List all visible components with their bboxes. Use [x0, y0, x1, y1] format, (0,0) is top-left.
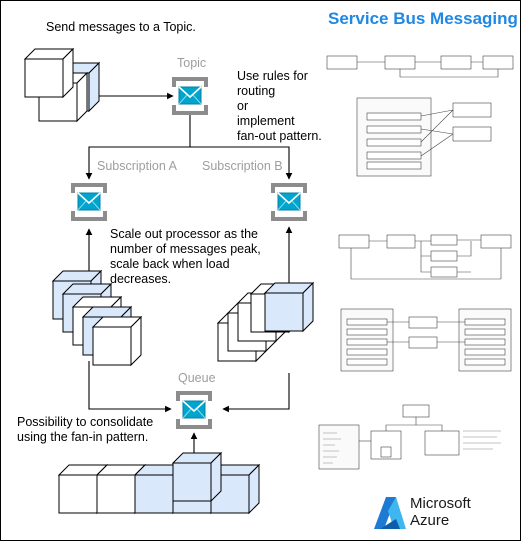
subscription-a-label: Subscription A [97, 159, 177, 173]
thumbnail-pipeline [326, 55, 514, 78]
scale-caption: Scale out processor as the number of mes… [110, 227, 261, 287]
rules-caption-line: Use rules for [237, 69, 308, 83]
rules-caption-line: implement [237, 114, 295, 128]
logo-line-microsoft: Microsoft [410, 495, 471, 512]
send-caption: Send messages to a Topic. [46, 20, 196, 34]
consumer-cubes [58, 452, 260, 514]
topic-envelope-icon [172, 77, 208, 115]
subscription-b-envelope-icon [271, 183, 307, 221]
subscription-b-label: Subscription B [202, 159, 283, 173]
consolidate-caption-line: Possibility to consolidate [17, 415, 154, 429]
scale-caption-line: scale back when load [110, 257, 230, 271]
arrow-workers-a-to-queue [88, 361, 172, 413]
consolidate-caption: Possibility to consolidate using the fan… [17, 415, 153, 445]
thumbnail-competing-consumers [338, 234, 512, 280]
azure-logo-icon [374, 497, 406, 529]
page-title: Service Bus Messaging [328, 9, 518, 28]
cube-icon [24, 48, 74, 98]
connectors [85, 92, 293, 453]
thumbnail-fan-out [356, 97, 492, 177]
arrow-topic-to-subscription-a [85, 114, 191, 180]
topic-label: Topic [177, 56, 207, 70]
scale-caption-line: decreases. [110, 272, 172, 286]
workers-b-cubes [217, 282, 314, 362]
consolidate-caption-line: using the fan-in pattern. [17, 430, 149, 444]
cube-icon [264, 282, 314, 332]
azure-logo-text: Microsoft Azure [410, 495, 471, 529]
rules-caption: Use rules for routing or implement fan-o… [237, 69, 322, 144]
rules-caption-line: routing [237, 84, 276, 98]
thumbnail-two-subscriptions [340, 308, 512, 372]
rules-caption-line: or [237, 99, 249, 113]
reference-thumbnails [318, 55, 514, 470]
scale-caption-line: Scale out processor as the [110, 227, 258, 241]
scale-caption-line: number of messages peak, [110, 242, 261, 256]
queue-envelope-icon [176, 391, 212, 429]
producer-cubes [24, 48, 100, 122]
queue-label: Queue [178, 371, 216, 385]
cube-icon [172, 452, 222, 502]
thumbnail-fan-in [318, 404, 501, 470]
rules-caption-line: fan-out pattern. [237, 129, 322, 143]
arrow-topic-to-subscription-b [190, 146, 293, 180]
cube-icon [92, 316, 142, 366]
arrow-workers-b-to-queue [222, 373, 290, 413]
microsoft-azure-logo: Microsoft Azure [374, 495, 514, 531]
subscription-a-envelope-icon [71, 183, 107, 221]
logo-line-azure: Azure [410, 512, 450, 529]
